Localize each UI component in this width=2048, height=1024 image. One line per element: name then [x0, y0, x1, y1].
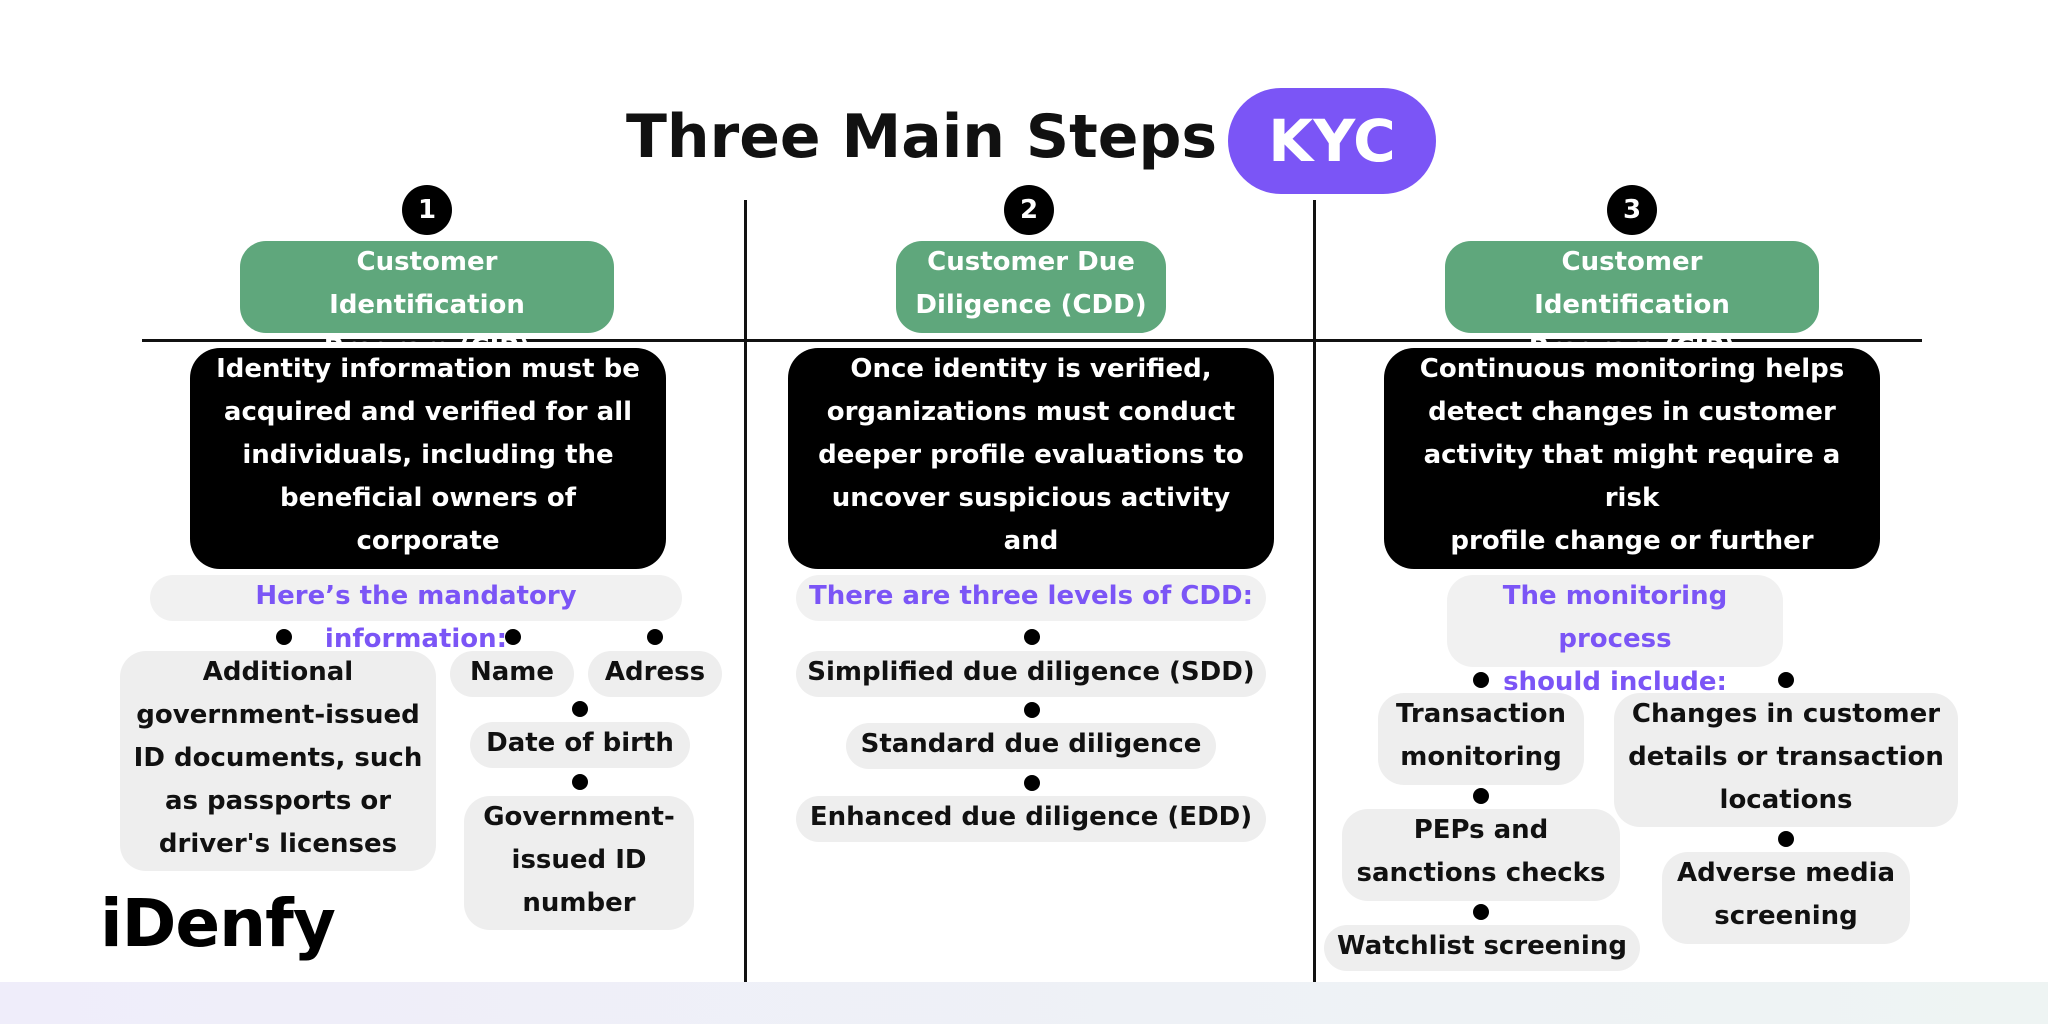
- bullet-dot: [1473, 672, 1489, 688]
- step-3-heading: Customer Identification Program (CIP): [1445, 241, 1819, 363]
- list-item: Transaction monitoring: [1378, 693, 1584, 785]
- list-item: Adverse media screening: [1662, 852, 1910, 944]
- list-item: Simplified due diligence (SDD): [796, 651, 1266, 697]
- bullet-dot: [1778, 672, 1794, 688]
- list-item: Watchlist screening: [1324, 925, 1640, 971]
- step-3-subheading: The monitoring process should include:: [1447, 575, 1783, 697]
- column-divider-2: [1313, 200, 1316, 982]
- step-2-subheading: There are three levels of CDD:: [796, 575, 1266, 621]
- step-number-3: 3: [1607, 185, 1657, 235]
- bullet-dot: [1778, 831, 1794, 847]
- list-item: Enhanced due diligence (EDD): [796, 796, 1266, 842]
- step-1-description: Identity information must be acquired an…: [190, 348, 666, 599]
- page-title: Three Main Steps to: [626, 102, 1308, 172]
- step-1-heading: Customer Identification Program (CIP): [240, 241, 614, 363]
- list-item: Standard due diligence: [846, 723, 1216, 769]
- list-item: Adress: [588, 651, 722, 697]
- column-divider-1: [744, 200, 747, 982]
- bullet-dot: [505, 629, 521, 645]
- list-item: Date of birth: [470, 722, 690, 768]
- list-item: PEPs and sanctions checks: [1342, 809, 1620, 901]
- idenfy-logo: iDenfy: [100, 885, 336, 962]
- bullet-dot: [276, 629, 292, 645]
- bullet-dot: [1024, 629, 1040, 645]
- bullet-dot: [1024, 702, 1040, 718]
- bullet-dot: [572, 701, 588, 717]
- title-highlight-pill: KYC: [1228, 88, 1436, 194]
- bottom-gradient-band: [0, 982, 2048, 1024]
- step-2-description: Once identity is verified, organizations…: [788, 348, 1274, 599]
- step-3-description: Continuous monitoring helps detect chang…: [1384, 348, 1880, 599]
- bullet-dot: [1473, 904, 1489, 920]
- step-number-1: 1: [402, 185, 452, 235]
- list-item: Government- issued ID number: [464, 796, 694, 930]
- step-1-subheading: Here’s the mandatory information:: [150, 575, 682, 654]
- list-item: Changes in customer details or transacti…: [1614, 693, 1958, 827]
- bullet-dot: [1473, 788, 1489, 804]
- list-item: Name: [450, 651, 574, 697]
- bullet-dot: [647, 629, 663, 645]
- bullet-dot: [572, 774, 588, 790]
- list-item: Additional government-issued ID document…: [120, 651, 436, 871]
- header-divider: [142, 339, 1922, 342]
- bullet-dot: [1024, 775, 1040, 791]
- step-number-2: 2: [1004, 185, 1054, 235]
- step-2-heading: Customer Due Diligence (CDD): [896, 241, 1166, 333]
